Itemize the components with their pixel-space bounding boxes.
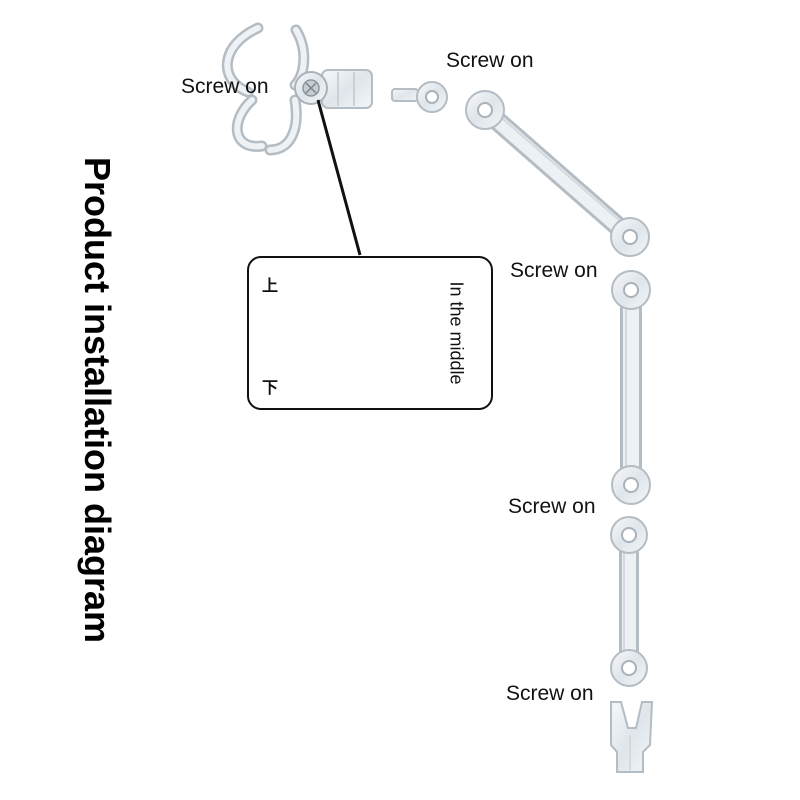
- screw-on-label-clamp: Screw on: [181, 75, 269, 98]
- clamp-part: [221, 22, 310, 156]
- inset-detail-box: [247, 256, 493, 410]
- screw-on-label-bottom: Screw on: [506, 682, 594, 705]
- fork-base-part: [610, 701, 654, 773]
- small-screw-piece: [391, 81, 448, 113]
- inset-top-mark: 上: [262, 278, 279, 295]
- pointer-line: [316, 99, 362, 256]
- screw-on-label-upper-arm: Screw on: [510, 259, 598, 282]
- screw-on-label-middle-arm: Screw on: [508, 495, 596, 518]
- screw-on-label-top: Screw on: [446, 49, 534, 72]
- screw-joint-part: [294, 69, 373, 109]
- diagonal-arm: [465, 90, 650, 257]
- diagram-title: Product installation diagram: [77, 156, 118, 644]
- vertical-arm-1: [611, 270, 651, 505]
- inset-side-label: In the middle: [446, 281, 467, 385]
- inset-bottom-mark: 下: [262, 380, 279, 397]
- vertical-arm-2: [610, 516, 648, 687]
